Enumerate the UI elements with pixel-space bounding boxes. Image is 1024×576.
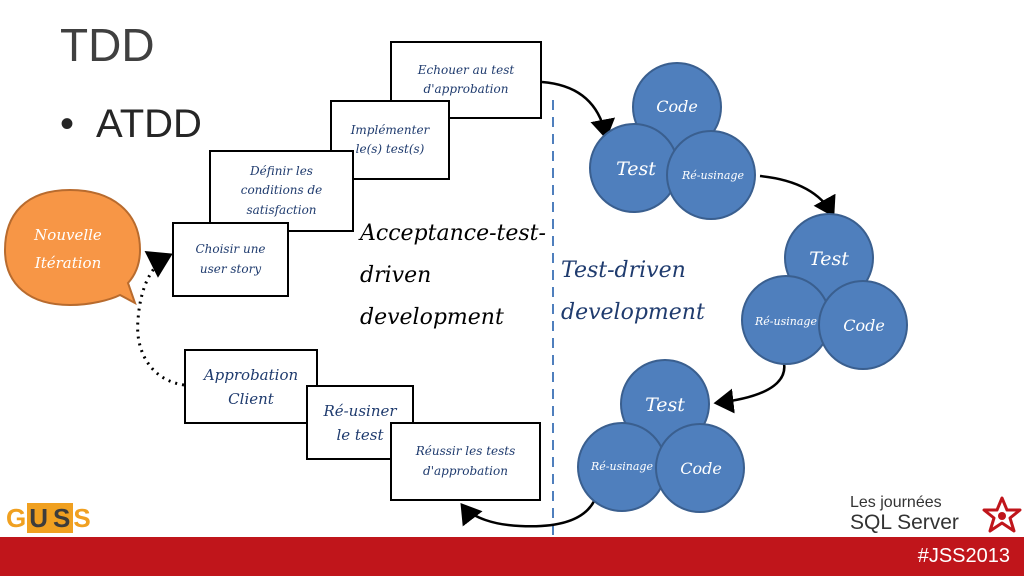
guss-letter: G — [6, 503, 28, 533]
tdd-cycle-group-3: Test Ré-usinage Code — [577, 359, 745, 513]
hashtag-label: #JSS2013 — [917, 545, 1010, 567]
circle-label: Test — [645, 394, 685, 416]
arrow-back-to-atdd — [460, 489, 600, 528]
bullet-text: ATDD — [96, 102, 202, 146]
tdd-cycle-group-2: Test Ré-usinage Code — [741, 213, 908, 370]
atdd-label-line2: driven — [360, 262, 432, 288]
arrow-to-tdd-1 — [541, 80, 616, 140]
bubble-text-line2: Itération — [34, 254, 101, 272]
atdd-label-line3: development — [360, 304, 504, 330]
footer-bar — [0, 537, 1024, 576]
page-title: TDD — [60, 19, 155, 71]
guss-letter: U — [27, 503, 52, 533]
bullet-item: • ATDD — [60, 104, 202, 144]
circle-label: Ré-usinage — [590, 460, 653, 473]
tdd-label-line1: Test-driven — [561, 258, 686, 283]
bubble-text-line1: Nouvelle — [33, 226, 102, 244]
box-definir-conditions: Définir les conditions de satisfaction — [209, 150, 354, 232]
circle-label: Code — [843, 316, 885, 335]
bullet-dot: • — [60, 102, 75, 146]
jss-logo-line2: SQL Server — [850, 511, 959, 534]
box-approbation-client: Approbation Client — [184, 349, 318, 424]
circle-label: Test — [616, 158, 656, 180]
arrow-to-tdd-2 — [759, 174, 836, 218]
jss-logo-line1: Les journées — [850, 494, 942, 511]
box-choisir-user-story: Choisir une user story — [172, 222, 289, 297]
guss-letter: S — [73, 503, 92, 533]
nouvelle-iteration-bubble: Nouvelle Itération — [3, 188, 142, 307]
tdd-label-line2: development — [561, 299, 705, 325]
tdd-label: Test-driven development — [561, 250, 705, 334]
guss-letter: S — [51, 503, 74, 533]
tdd-cycle-group-1: Code Test Ré-usinage — [589, 62, 756, 220]
box-reussir-tests: Réussir les tests d'approbation — [390, 422, 541, 501]
circle-label: Code — [656, 97, 698, 116]
circle-label: Ré-usinage — [754, 315, 817, 328]
circle-label: Ré-usinage — [681, 169, 744, 182]
circle-label: Code — [680, 459, 722, 478]
atdd-label-line1: Acceptance-test- — [360, 221, 546, 246]
atdd-label: Acceptance-test- driven development — [360, 213, 546, 338]
circle-label: Test — [809, 248, 849, 270]
star-logo-icon — [982, 496, 1022, 533]
